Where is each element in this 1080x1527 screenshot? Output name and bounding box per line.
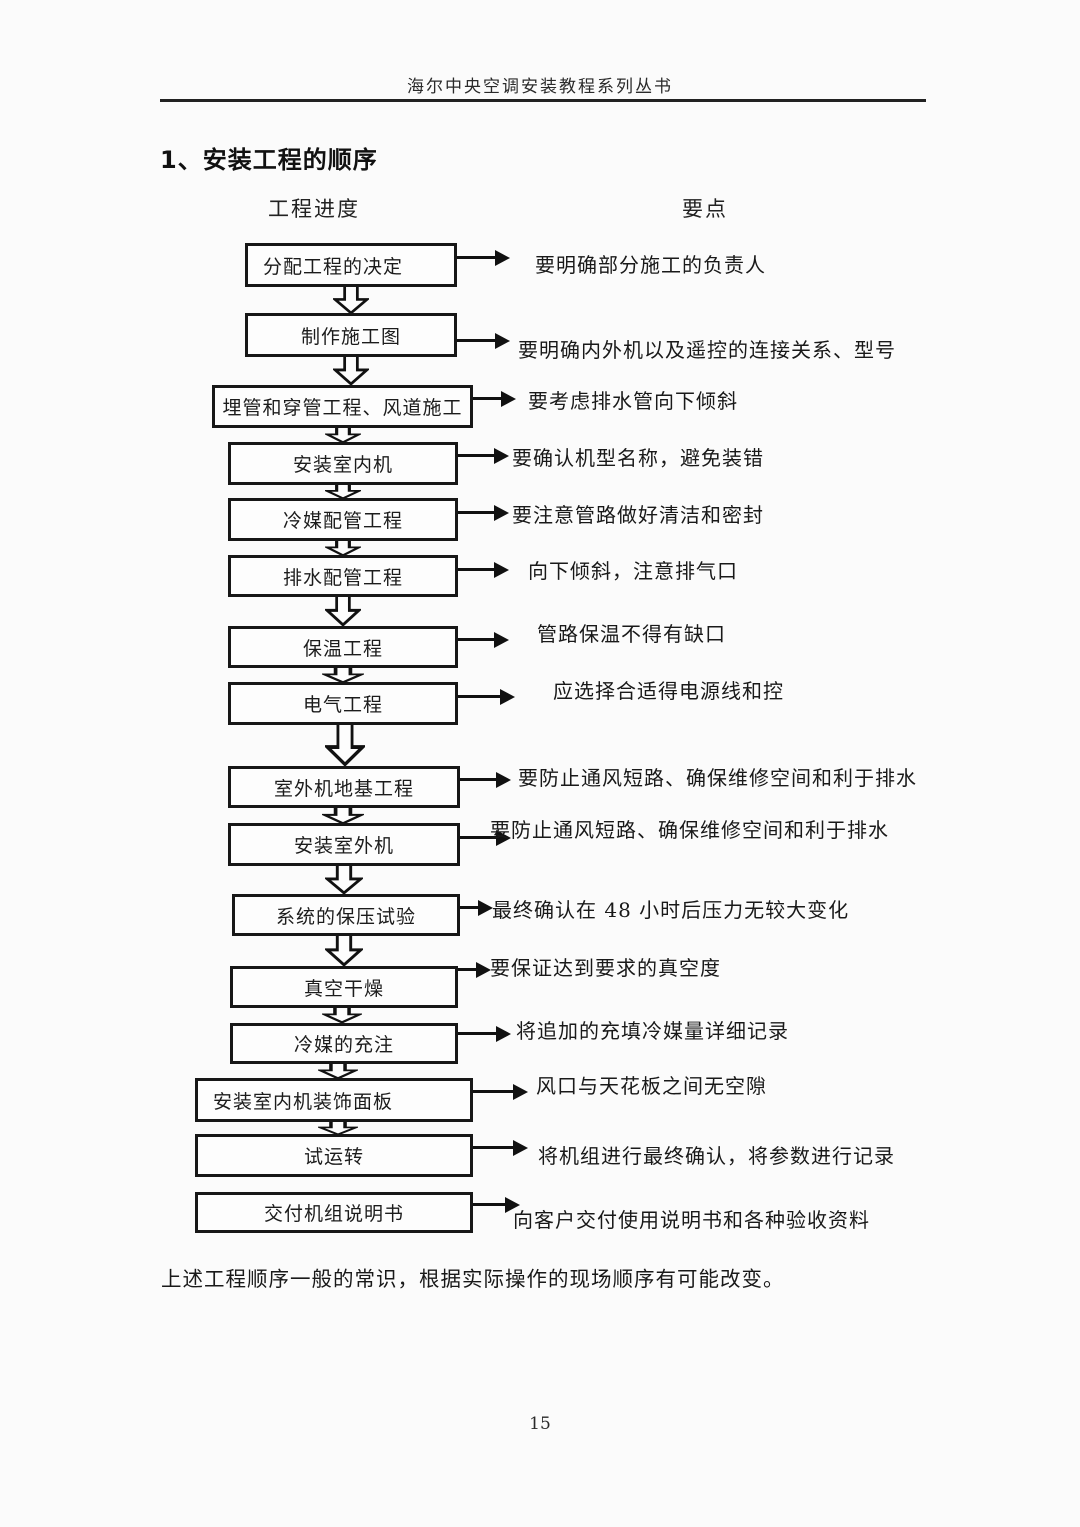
step-3-label: 埋管和穿管工程、风道施工: [222, 397, 463, 419]
down-arrow-connector: [318, 1121, 358, 1135]
step-13-label: 冷媒的充注: [293, 1034, 394, 1056]
down-arrow-connector: [325, 540, 361, 556]
footer-note: 上述工程顺序一般的常识，根据实际操作的现场顺序有可能改变。: [161, 1267, 785, 1291]
step-9-label: 室外机地基工程: [273, 777, 414, 800]
header-rule: [160, 99, 926, 102]
step-16-note: 向客户交付使用说明书和各种验收资料: [513, 1208, 870, 1232]
step-1-label: 分配工程的决定: [263, 255, 404, 278]
step-14-arrow-right: [473, 1084, 528, 1100]
page-header: 海尔中央空调安装教程系列丛书: [407, 77, 673, 97]
down-arrow-connector: [333, 287, 369, 314]
column-header-keypoints: 要点: [682, 197, 728, 221]
step-16-label: 交付机组说明书: [263, 1203, 404, 1225]
step-16-box: 交付机组说明书: [195, 1192, 473, 1233]
step-11-arrow-right: [460, 900, 493, 916]
step-2-box: 制作施工图: [245, 313, 457, 357]
step-1-arrow-right: [457, 250, 510, 266]
down-arrow-connector: [325, 936, 363, 966]
step-8-note: 应选择合适得电源线和控: [553, 679, 784, 703]
step-6-box: 排水配管工程: [228, 555, 458, 597]
column-header-progress: 工程进度: [268, 197, 360, 221]
step-12-label: 真空干燥: [303, 977, 384, 1000]
down-arrow-connector: [325, 427, 361, 443]
step-11-label: 系统的保压试验: [275, 905, 416, 928]
step-9-arrow-right: [460, 772, 511, 788]
step-6-label: 排水配管工程: [282, 566, 403, 589]
step-12-note: 要保证达到要求的真空度: [490, 956, 721, 980]
step-13-arrow-right: [458, 1026, 511, 1042]
step-4-label: 安装室内机: [292, 454, 393, 476]
step-4-arrow-right: [458, 448, 509, 464]
step-3-box: 埋管和穿管工程、风道施工: [212, 385, 473, 428]
step-14-box: 安装室内机装饰面板: [195, 1078, 473, 1122]
section-title: 1、安装工程的顺序: [160, 146, 378, 174]
step-12-arrow-right: [458, 962, 491, 978]
step-5-note: 要注意管路做好清洁和密封: [512, 503, 764, 527]
step-16-arrow-right: [473, 1197, 520, 1213]
down-arrow-connector: [325, 484, 361, 499]
step-10-note: 要防止通风短路、确保维修空间和利于排水: [490, 818, 889, 842]
step-4-box: 安装室内机: [228, 442, 458, 485]
down-arrow-connector: [322, 807, 364, 824]
step-5-arrow-right: [458, 505, 509, 521]
step-9-box: 室外机地基工程: [228, 766, 460, 808]
step-2-arrow-right: [457, 333, 510, 349]
step-9-note: 要防止通风短路、确保维修空间和利于排水: [518, 766, 917, 790]
step-10-label: 安装室外机: [293, 835, 394, 857]
step-3-note: 要考虑排水管向下倾斜: [528, 389, 738, 413]
step-13-box: 冷媒的充注: [230, 1023, 458, 1064]
step-11-box: 系统的保压试验: [232, 894, 460, 936]
step-15-arrow-right: [473, 1140, 528, 1156]
down-arrow-connector: [325, 866, 363, 894]
page-number: 15: [529, 1414, 551, 1434]
step-2-label: 制作施工图: [300, 325, 401, 348]
step-1-box: 分配工程的决定: [245, 243, 457, 287]
step-7-label: 保温工程: [302, 637, 383, 660]
down-arrow-connector: [318, 1063, 358, 1079]
step-15-box: 试运转: [195, 1134, 473, 1177]
step-1-note: 要明确部分施工的负责人: [535, 253, 766, 277]
step-8-arrow-right: [458, 689, 515, 705]
step-4-note: 要确认机型名称，避免装错: [512, 446, 764, 470]
step-2-note: 要明确内外机以及遥控的连接关系、型号: [518, 338, 896, 362]
step-5-label: 冷媒配管工程: [282, 510, 403, 532]
step-15-note: 将机组进行最终确认，将参数进行记录: [538, 1144, 895, 1168]
step-6-arrow-right: [458, 562, 509, 578]
down-arrow-connector: [325, 597, 361, 626]
down-arrow-connector: [333, 357, 369, 385]
step-3-arrow-right: [473, 391, 516, 407]
step-12-box: 真空干燥: [230, 966, 458, 1008]
step-7-note: 管路保温不得有缺口: [537, 622, 726, 646]
step-15-label: 试运转: [303, 1146, 364, 1168]
down-arrow-connector: [322, 667, 364, 683]
step-6-note: 向下倾斜，注意排气口: [528, 559, 738, 583]
step-10-arrow-right: [460, 830, 511, 846]
down-arrow-connector: [325, 725, 365, 766]
step-11-note: 最终确认在 48 小时后压力无较大变化: [492, 898, 850, 922]
step-10-box: 安装室外机: [228, 823, 460, 866]
step-14-label: 安装室内机装饰面板: [213, 1090, 394, 1113]
step-14-note: 风口与天花板之间无空隙: [536, 1074, 767, 1098]
step-7-box: 保温工程: [228, 626, 458, 668]
step-8-label: 电气工程: [302, 694, 383, 716]
step-7-arrow-right: [458, 632, 509, 648]
step-8-box: 电气工程: [228, 682, 458, 725]
step-5-box: 冷媒配管工程: [228, 498, 458, 541]
down-arrow-connector: [322, 1007, 362, 1023]
step-13-note: 将追加的充填冷媒量详细记录: [516, 1019, 789, 1043]
